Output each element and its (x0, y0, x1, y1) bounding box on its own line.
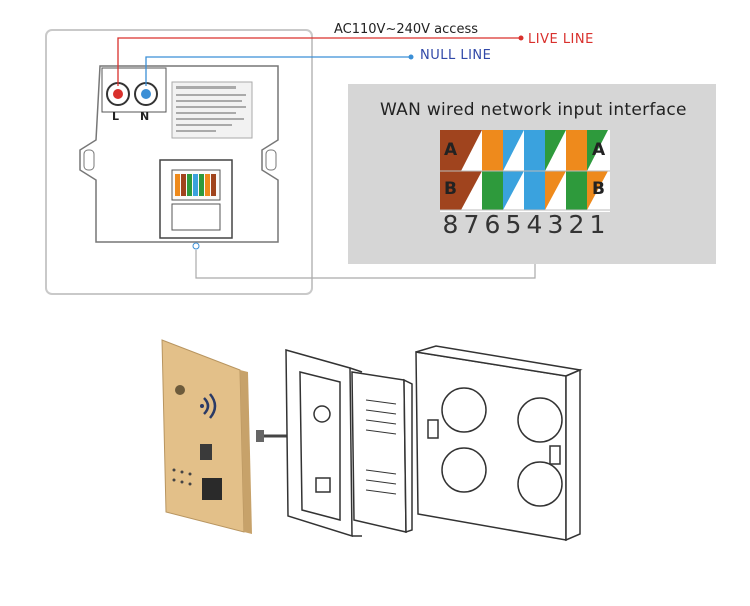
back-plate (45, 29, 313, 295)
module-frame-illustration (285, 349, 363, 538)
pin-number: 4 (526, 210, 543, 239)
row-b-cells (440, 171, 608, 210)
wan-interface-title: WAN wired network input interface (380, 100, 687, 120)
back-module-illustration (351, 371, 413, 534)
pin-number: 8 (442, 210, 459, 239)
wan-pointer-line (195, 250, 536, 279)
wiring-grid (440, 130, 610, 212)
null-line-wire (145, 56, 410, 86)
pin-number: 2 (568, 210, 585, 239)
row-a-label-right: A (592, 140, 606, 160)
screw-illustration (256, 430, 290, 442)
row-a-label-left: A (444, 140, 458, 160)
terminal-n-label: N (140, 110, 150, 123)
live-line-wire (117, 37, 520, 86)
supply-voltage-label: AC110V~240V access (334, 22, 478, 37)
front-panel-illustration (161, 339, 252, 534)
terminal-l-label: L (112, 110, 120, 123)
null-line-label: NULL LINE (420, 48, 492, 63)
live-line-label: LIVE LINE (528, 32, 594, 47)
pin-number: 5 (505, 210, 522, 239)
pin-number: 6 (484, 210, 501, 239)
row-b-label-right: B (592, 179, 605, 199)
pin-number: 7 (463, 210, 480, 239)
pin-number: 1 (589, 210, 606, 239)
pin-number: 3 (547, 210, 564, 239)
row-b-label-left: B (444, 179, 457, 199)
junction-box-illustration (415, 345, 583, 542)
row-a-cells (440, 130, 608, 171)
